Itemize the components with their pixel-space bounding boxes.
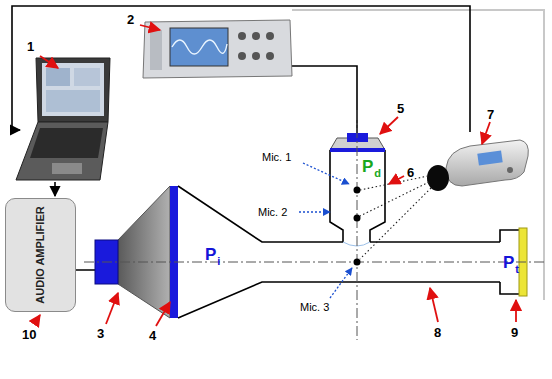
callout-arrows-part: [40, 56, 58, 68]
callout-arrows-part: [34, 315, 40, 324]
amplifier-box: AUDIO AMPLIFIER: [5, 198, 76, 312]
callout-arrows-part: [140, 25, 160, 30]
horn-and-duct-part: [500, 230, 520, 242]
loudspeaker-part: [170, 186, 178, 318]
microphone-points-part: [354, 187, 361, 194]
callout-number: 7: [487, 108, 494, 121]
meter-sight-lines: [360, 176, 431, 259]
callout-arrows-part: [389, 176, 404, 184]
laptop-part: [46, 90, 100, 112]
callout-arrows: [34, 25, 516, 326]
mic-leaders-part: [299, 211, 330, 212]
signal-wires-part: [54, 182, 56, 196]
sound-level-meter-part: [477, 150, 502, 165]
sound-level-meter: [427, 140, 528, 191]
pressure-subscript: d: [374, 168, 381, 179]
callout-arrows-part: [106, 293, 118, 324]
callout-number: 1: [27, 40, 34, 53]
oscilloscope-part: [266, 32, 274, 40]
box-label: AUDIO AMPLIFIER: [34, 205, 48, 305]
laptop-part: [30, 128, 103, 158]
horn-and-duct: [178, 186, 520, 318]
signal-wires-part: [12, 6, 470, 132]
laptop-part: [42, 63, 104, 116]
microphone-points-part: [354, 215, 361, 222]
centre-lines-part: [84, 262, 545, 263]
sound-level-meter-part: [507, 167, 513, 173]
callout-number: 2: [127, 13, 134, 26]
pressure-symbol: P: [362, 158, 373, 175]
horn-and-duct-part: [500, 282, 520, 294]
centre-lines-part: [357, 110, 358, 340]
pressure-subscript: t: [515, 264, 519, 275]
laptop-part: [46, 68, 70, 86]
callout-arrows-part: [430, 288, 438, 322]
oscilloscope-part: [252, 52, 260, 60]
laptop-part: [74, 68, 100, 86]
oscilloscope-part: [252, 32, 260, 40]
oscilloscope-part: [266, 52, 274, 60]
meter-sight-lines-part: [360, 182, 429, 216]
laptop-part: [52, 163, 82, 174]
oscilloscope: [143, 20, 292, 78]
pressure-subscript: i: [217, 256, 220, 267]
callout-number: 9: [511, 326, 518, 339]
mic-label: Mic. 3: [300, 302, 329, 313]
mic-label: Mic. 2: [258, 207, 287, 218]
horn-and-duct-part: [178, 186, 343, 242]
sound-level-meter-part: [427, 165, 449, 191]
oscilloscope-part: [143, 20, 292, 78]
signal-wires-part: [290, 66, 357, 137]
meter-sight-lines-part: [360, 188, 431, 259]
oscilloscope-part: [238, 52, 246, 60]
pressure-symbol: P: [503, 254, 514, 271]
mic-leaders: [299, 163, 352, 298]
microphone-points-part: [354, 259, 361, 266]
pressure-symbol: P: [205, 246, 216, 263]
callout-arrows-part: [515, 300, 517, 322]
callout-arrows-part: [482, 122, 490, 144]
callout-number: 8: [434, 326, 441, 339]
laptop-part: [36, 58, 110, 122]
oscilloscope-part: [238, 32, 246, 40]
branch-tube-part: [330, 150, 343, 242]
horn-and-duct-part: [370, 241, 500, 243]
oscilloscope-part: [170, 28, 228, 66]
callout-number: 6: [407, 166, 414, 179]
microphone-points: [354, 187, 361, 266]
signal-wires: [12, 6, 470, 270]
oscilloscope-part: [150, 30, 162, 70]
oscilloscope-part: [172, 40, 227, 54]
callout-arrows-part: [156, 302, 170, 326]
callout-number: 4: [149, 329, 156, 342]
callout-number: 10: [22, 328, 36, 341]
callout-number: 3: [97, 327, 104, 340]
centre-lines: [84, 110, 545, 340]
frame-line: [292, 10, 544, 300]
laptop-part: [16, 122, 108, 180]
mic-leaders-part: [303, 163, 349, 184]
mic-label: Mic. 1: [262, 152, 291, 163]
laptop: [16, 58, 110, 180]
mic-leaders-part: [330, 268, 352, 298]
loudspeaker-part: [118, 186, 170, 318]
sound-level-meter-part: [446, 140, 528, 186]
horn-and-duct-part: [178, 282, 500, 318]
callout-arrows-part: [380, 117, 398, 134]
callout-number: 5: [397, 102, 404, 115]
loudspeaker: [95, 186, 178, 318]
